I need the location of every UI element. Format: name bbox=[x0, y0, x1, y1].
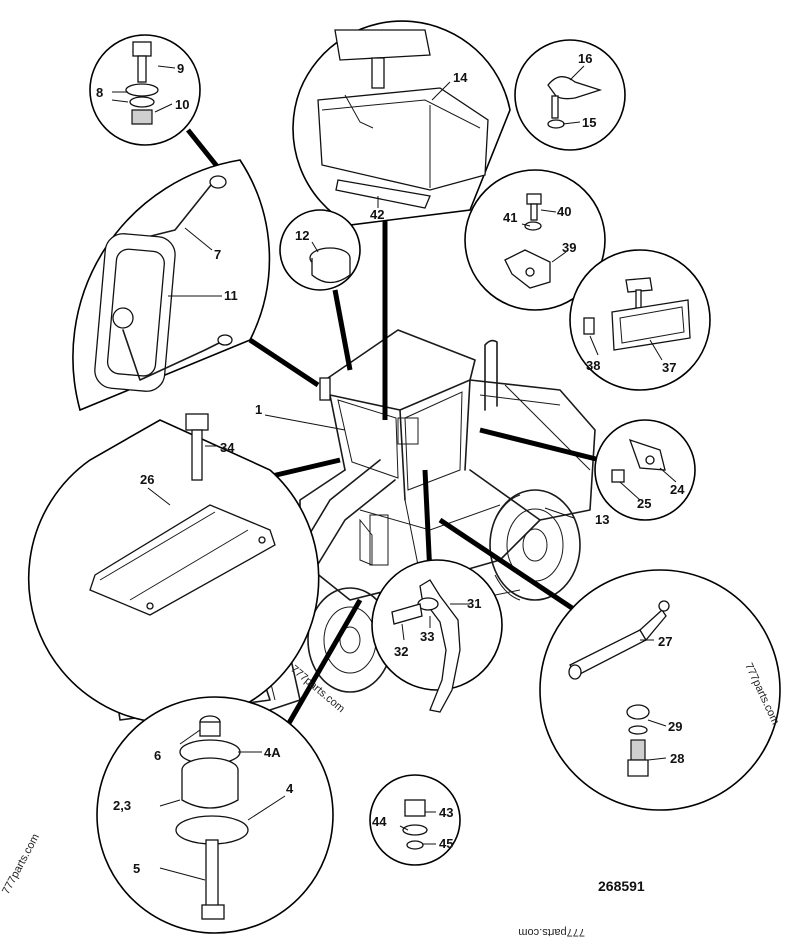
detail-clip bbox=[594, 419, 696, 521]
label-11: 11 bbox=[224, 288, 238, 303]
label-44: 44 bbox=[372, 814, 387, 829]
part-labels: 9 8 10 7 11 12 14 42 16 15 40 41 39 38 3… bbox=[96, 51, 685, 876]
label-33: 33 bbox=[420, 629, 434, 644]
label-37: 37 bbox=[662, 360, 676, 375]
label-38: 38 bbox=[586, 358, 600, 373]
label-39: 39 bbox=[562, 240, 576, 255]
detail-mount bbox=[96, 696, 334, 934]
label-42: 42 bbox=[370, 207, 384, 222]
detail-plate bbox=[27, 413, 320, 725]
label-26: 26 bbox=[140, 472, 154, 487]
label-1: 1 bbox=[255, 402, 262, 417]
detail-mirror-fixings bbox=[89, 34, 201, 146]
label-15: 15 bbox=[582, 115, 596, 130]
label-28: 28 bbox=[670, 751, 684, 766]
label-31: 31 bbox=[467, 596, 481, 611]
label-27: 27 bbox=[658, 634, 672, 649]
label-5: 5 bbox=[133, 861, 140, 876]
label-34: 34 bbox=[220, 440, 235, 455]
detail-rear-mirror bbox=[569, 249, 711, 391]
detail-pedal bbox=[371, 559, 503, 713]
label-12: 12 bbox=[295, 228, 309, 243]
detail-knob bbox=[514, 39, 626, 151]
label-10: 10 bbox=[175, 97, 189, 112]
label-8: 8 bbox=[96, 85, 103, 100]
label-4: 4 bbox=[286, 781, 294, 796]
label-29: 29 bbox=[668, 719, 682, 734]
label-32: 32 bbox=[394, 644, 408, 659]
detail-grommet bbox=[279, 209, 361, 291]
detail-cap bbox=[369, 774, 461, 866]
label-40: 40 bbox=[557, 204, 571, 219]
detail-gas-strut bbox=[539, 569, 781, 811]
label-6: 6 bbox=[154, 748, 161, 763]
label-2-3: 2,3 bbox=[113, 798, 131, 813]
detail-console bbox=[292, 20, 511, 226]
label-16: 16 bbox=[578, 51, 592, 66]
label-45: 45 bbox=[439, 836, 453, 851]
label-4a: 4A bbox=[264, 745, 281, 760]
label-24: 24 bbox=[670, 482, 685, 497]
label-13: 13 bbox=[595, 512, 609, 527]
detail-mirror bbox=[72, 159, 271, 412]
watermark-bottom: 777parts.com bbox=[518, 926, 585, 938]
label-9: 9 bbox=[177, 61, 184, 76]
label-25: 25 bbox=[637, 496, 651, 511]
label-43: 43 bbox=[439, 805, 453, 820]
figure-number: 268591 bbox=[598, 878, 645, 894]
detail-bracket bbox=[464, 169, 606, 311]
label-41: 41 bbox=[503, 210, 517, 225]
watermark-left: 777parts.com bbox=[0, 832, 42, 896]
label-7: 7 bbox=[214, 247, 221, 262]
label-14: 14 bbox=[453, 70, 468, 85]
